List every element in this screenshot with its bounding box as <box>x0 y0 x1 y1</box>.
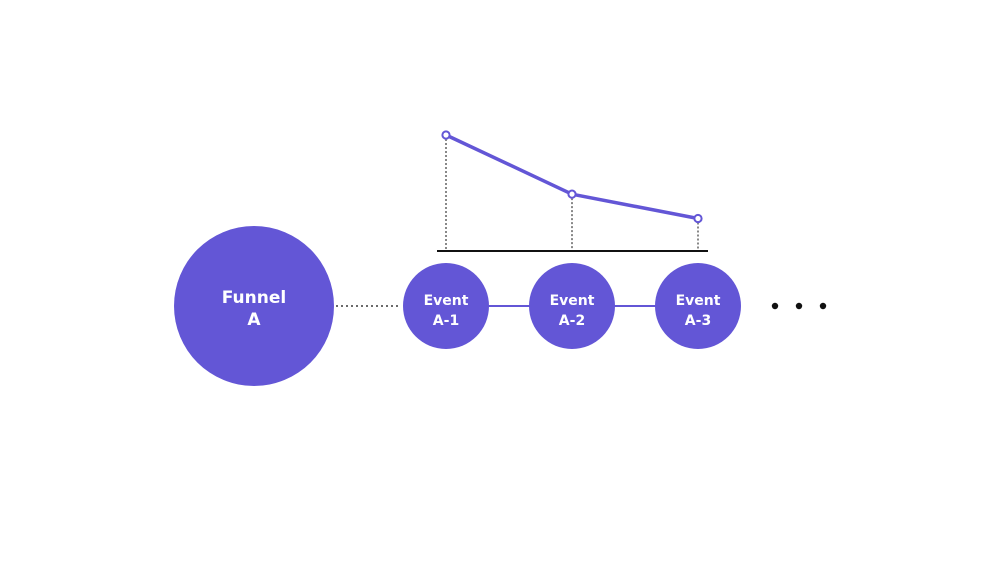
event-label-line1: Event <box>424 293 469 309</box>
event-circle <box>529 263 615 349</box>
ellipsis-dot <box>771 302 779 310</box>
event-node-a3: Event A-3 <box>655 263 741 349</box>
conversion-chart <box>437 130 708 252</box>
event-node-a1: Event A-1 <box>403 263 489 349</box>
event-label-line2: A-3 <box>685 313 711 329</box>
funnel-label-line2: A <box>247 310 261 330</box>
funnel-node: Funnel A <box>174 226 334 386</box>
event-circle <box>655 263 741 349</box>
funnel-label-line1: Funnel <box>222 288 286 308</box>
ellipsis-dot <box>819 302 827 310</box>
event-label-line2: A-2 <box>559 313 585 329</box>
event-circle <box>403 263 489 349</box>
chart-data-point <box>693 213 703 224</box>
chart-series-line <box>444 133 700 221</box>
event-node-a2: Event A-2 <box>529 263 615 349</box>
event-label-line1: Event <box>550 293 595 309</box>
funnel-circle <box>174 226 334 386</box>
event-label-line1: Event <box>676 293 721 309</box>
ellipsis-dot <box>795 302 803 310</box>
chart-data-point <box>567 189 577 199</box>
ellipsis-icon <box>771 302 827 310</box>
chart-data-point <box>441 130 451 140</box>
event-label-line2: A-1 <box>433 313 459 329</box>
